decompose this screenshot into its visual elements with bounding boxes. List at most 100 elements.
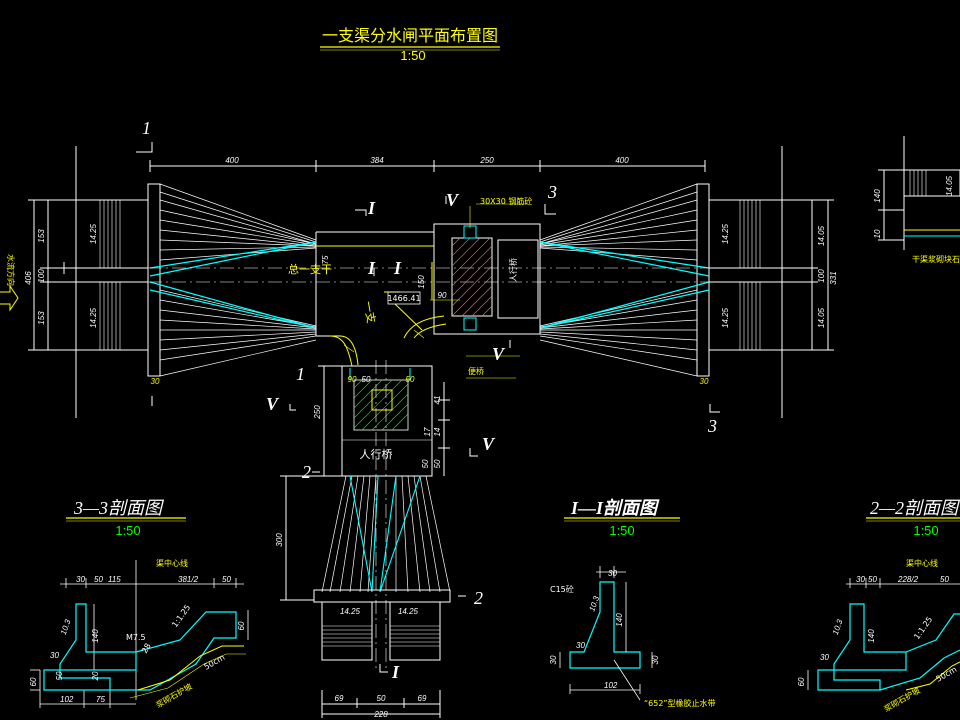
s33-note-5: 28	[140, 642, 153, 655]
dim-v-7: 14	[433, 427, 442, 436]
s22-dim-1: 30	[856, 575, 865, 584]
s33-dim-8: 60	[237, 621, 246, 630]
sec-mark-1-top: 1	[142, 118, 151, 138]
s11-dim-2: 10.3	[587, 594, 601, 612]
dim-bottom-3: 69	[418, 694, 427, 703]
branch-canal-label: 一支	[361, 300, 378, 324]
plan-view	[0, 136, 960, 718]
small-dim-2: 30	[700, 377, 709, 386]
section11-scale: 1:50	[609, 523, 634, 538]
dim-v-8: 17	[423, 427, 432, 436]
sec-mark-i-mid2: I	[393, 258, 402, 278]
s22-dim-4: 50	[940, 575, 949, 584]
s22-dim-5: 140	[867, 629, 876, 643]
sec-mark-2-right: 2	[474, 588, 483, 608]
slope-right-2: 14.25	[721, 307, 730, 328]
s33-dim-4: 381/2	[178, 575, 199, 584]
dim-bottom-1: 69	[335, 694, 344, 703]
side-note: 干渠浆砌块石	[912, 254, 960, 264]
elevation-label: 1466.41	[387, 294, 420, 303]
section33-scale: 1:50	[115, 523, 140, 538]
main-scale: 1:50	[400, 48, 425, 63]
dim-left-3: 153	[37, 311, 46, 325]
small-dim-1: 30	[151, 377, 160, 386]
dim-v-2: 300	[275, 533, 284, 547]
bridge-label-2: 人行桥	[360, 448, 393, 461]
flow-direction-label: 水流方向	[6, 254, 16, 286]
slope-bottom-1: 14.25	[340, 607, 361, 616]
s22-dim-3: 228/2	[897, 575, 919, 584]
section-3-3: 3—3剖面图 1:50 渠中心线 30 50 115 381/2 50 140 …	[29, 498, 249, 710]
section22-scale: 1:50	[913, 523, 938, 538]
section11-c15: C15砼	[550, 584, 574, 594]
small-dim-5: 50	[406, 375, 415, 384]
s33-dim-6: 140	[91, 629, 100, 643]
dim-v-5: 90	[438, 291, 447, 300]
dim-right-4: 331	[829, 271, 838, 284]
s11-dim-7: 102	[604, 681, 618, 690]
s33-dim-3: 115	[108, 575, 121, 584]
section11-title: I—I剖面图	[570, 498, 660, 518]
dim-v-10: 50	[421, 459, 430, 468]
dim-left-2: 100	[37, 269, 46, 283]
s11-dim-1: 30	[608, 569, 617, 578]
section22-title: 2—2剖面图	[870, 498, 960, 518]
s22-dim-7: 30	[820, 653, 829, 662]
side-dim-2: 10	[873, 229, 882, 238]
s22-note-2: 1:1.25	[912, 615, 934, 641]
dim-top-4: 400	[615, 156, 629, 165]
dim-v-3: 75	[321, 255, 330, 264]
s33-dim-13: 102	[60, 695, 74, 704]
dim-left-1: 153	[37, 229, 46, 243]
section33-center: 渠中心线	[156, 558, 188, 568]
s11-dim-6: 30	[651, 655, 660, 664]
section11-note: “652”型橡胶止水带	[644, 698, 716, 708]
sec-mark-v-right: V	[492, 344, 506, 364]
s33-dim-14: 75	[96, 695, 105, 704]
s33-dim-11: 60	[29, 677, 38, 686]
sec-mark-3-bottom: 3	[707, 416, 717, 436]
s33-dim-5: 50	[222, 575, 231, 584]
s33-note-4: 浆砌石护坡	[154, 681, 194, 710]
s22-dim-8: 60	[797, 677, 806, 686]
dim-right-2: 100	[817, 269, 826, 283]
s33-dim-2: 50	[94, 575, 103, 584]
slope-bottom-2: 14.25	[398, 607, 419, 616]
dim-v-9: 50	[433, 459, 442, 468]
plan-labels: 400 384 250 400 153 100 153 406 14.25 14…	[6, 118, 960, 719]
s33-note-3: 1:1.25	[170, 603, 192, 629]
sec-mark-v-bottom: V	[482, 434, 496, 454]
sec-mark-i-bottom: I	[391, 662, 400, 682]
dim-v-6: 41	[433, 396, 442, 405]
dim-bottom-4: 228	[373, 710, 388, 719]
section22-center: 渠中心线	[906, 558, 938, 568]
s33-dim-7: 10.3	[59, 618, 73, 636]
s11-dim-3: 140	[615, 613, 624, 627]
slope-left-2: 14.25	[89, 307, 98, 328]
sec-mark-3-top: 3	[547, 182, 557, 202]
section-i-i: I—I剖面图 1:50 C15砼 30 10.3 140 30 30 30 10…	[549, 498, 716, 708]
dim-left-4: 406	[24, 271, 33, 285]
sec-mark-2-left: 2	[302, 462, 311, 482]
sec-mark-v-left: V	[266, 394, 280, 414]
s22-dim-2: 50	[868, 575, 877, 584]
s33-dim-1: 30	[76, 575, 85, 584]
s33-dim-12: 50	[55, 671, 64, 680]
side-dim-3: 14.05	[945, 175, 954, 196]
dim-right-3: 14.05	[817, 307, 826, 328]
gate-slot-label: 30X30 钢筋砼	[480, 196, 532, 206]
sec-mark-1-bottom: 1	[296, 364, 305, 384]
s22-note-1: 50cm	[935, 665, 959, 684]
dim-v-1: 250	[313, 405, 322, 420]
dim-top-3: 250	[479, 156, 494, 165]
slope-right-1: 14.25	[721, 223, 730, 244]
dim-right-1: 14.05	[817, 225, 826, 246]
road-label: 便桥	[468, 366, 484, 376]
title-block: 一支渠分水闸平面布置图 1:50	[320, 26, 500, 63]
main-canal-label: 总一支干	[288, 262, 332, 276]
s33-dim-10: 20	[91, 671, 100, 681]
small-dim-4: 50	[362, 375, 371, 384]
section-2-2: 2—2剖面图 1:50 渠中心线 30 50 228/2 50 140 10.3…	[797, 498, 960, 714]
sec-mark-i-top: I	[367, 198, 376, 218]
